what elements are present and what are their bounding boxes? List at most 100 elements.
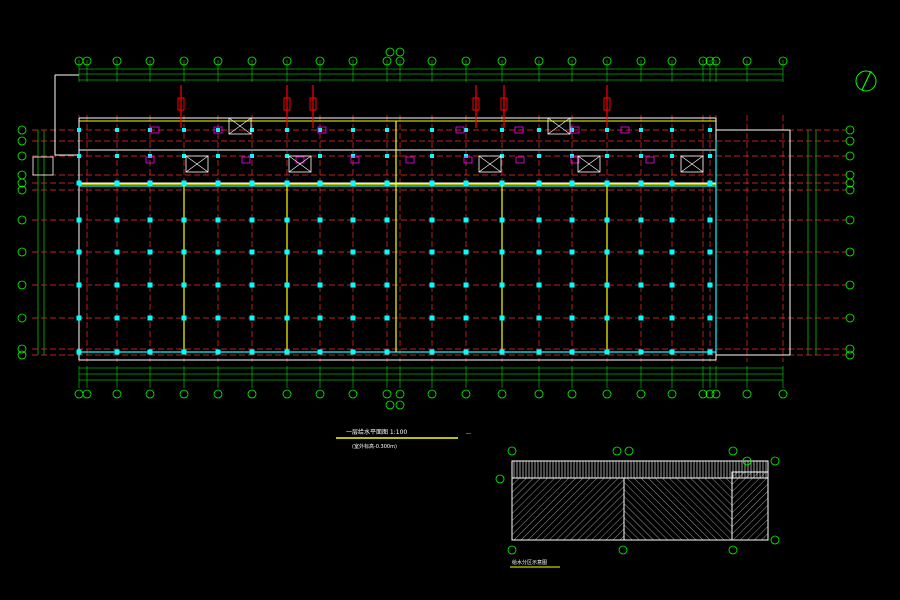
column xyxy=(500,154,504,158)
column xyxy=(148,128,152,132)
plan-note: (室外标高-0.300m) xyxy=(352,443,397,450)
axis-bubble xyxy=(179,389,189,399)
column xyxy=(429,349,435,355)
column xyxy=(182,128,186,132)
axis-bubble xyxy=(82,56,92,66)
axis-bubble xyxy=(845,151,855,161)
column xyxy=(350,315,356,321)
column xyxy=(114,315,120,321)
axis-bubble xyxy=(698,56,708,66)
axis-bubble xyxy=(17,344,27,354)
axis-bubble xyxy=(315,389,325,399)
fixture xyxy=(514,126,524,134)
fixture xyxy=(570,126,580,134)
column xyxy=(499,315,505,321)
column xyxy=(605,128,609,132)
fixture xyxy=(463,156,473,164)
stair-box xyxy=(547,117,571,135)
axis-bubble xyxy=(705,389,715,399)
zone-2 xyxy=(623,477,733,541)
column xyxy=(115,128,119,132)
key-plan-strip xyxy=(511,460,769,479)
column xyxy=(384,315,390,321)
column xyxy=(604,249,610,255)
axis-bubble xyxy=(17,280,27,290)
column xyxy=(604,349,610,355)
column xyxy=(463,315,469,321)
column xyxy=(569,282,575,288)
column xyxy=(707,315,713,321)
north-arrow-icon xyxy=(855,70,877,92)
column xyxy=(464,154,468,158)
axis-bubble xyxy=(667,56,677,66)
column xyxy=(536,249,542,255)
axis-bubble xyxy=(728,446,738,456)
column xyxy=(708,128,712,132)
column xyxy=(249,249,255,255)
column xyxy=(215,282,221,288)
zone-3 xyxy=(731,471,769,541)
column xyxy=(215,217,221,223)
right-axis-bubbles xyxy=(845,125,855,360)
axis-bubble xyxy=(385,400,395,410)
column xyxy=(384,180,390,186)
column xyxy=(463,217,469,223)
column xyxy=(569,349,575,355)
column xyxy=(569,180,575,186)
axis-bubble xyxy=(382,389,392,399)
column xyxy=(639,154,643,158)
axis-bubble xyxy=(112,56,122,66)
column xyxy=(638,180,644,186)
column xyxy=(499,282,505,288)
column xyxy=(114,282,120,288)
column xyxy=(284,315,290,321)
axis-bubble xyxy=(247,56,257,66)
column xyxy=(76,349,82,355)
column xyxy=(249,217,255,223)
axis-bubble xyxy=(17,151,27,161)
column xyxy=(284,217,290,223)
plan-title: 一层给水平面图 1:100 xyxy=(346,428,407,436)
column xyxy=(385,154,389,158)
axis-bubble xyxy=(602,389,612,399)
stair-box xyxy=(478,155,502,173)
plan-annotation: ── xyxy=(465,431,471,436)
building-outline xyxy=(32,74,791,361)
riser-valve xyxy=(472,97,480,111)
column xyxy=(318,154,322,158)
water-supply-zone-diagram: 给水分区示意图 xyxy=(495,446,780,568)
column xyxy=(317,282,323,288)
column xyxy=(147,282,153,288)
stair-cross xyxy=(185,155,209,173)
column xyxy=(285,128,289,132)
zone-1 xyxy=(511,477,625,541)
axis-bubble xyxy=(497,389,507,399)
column xyxy=(317,315,323,321)
axis-bubble xyxy=(17,350,27,360)
column xyxy=(114,349,120,355)
column xyxy=(463,249,469,255)
column xyxy=(350,282,356,288)
axis-bubble xyxy=(711,389,721,399)
stair-cross xyxy=(547,117,571,135)
key-plan-axis-bubbles xyxy=(495,446,780,555)
column xyxy=(181,180,187,186)
axis-bubble xyxy=(845,178,855,188)
column xyxy=(604,282,610,288)
column xyxy=(215,349,221,355)
column xyxy=(569,217,575,223)
riser-valve xyxy=(500,97,508,111)
fixture xyxy=(405,156,415,164)
column xyxy=(536,349,542,355)
column xyxy=(351,154,355,158)
column xyxy=(350,349,356,355)
column xyxy=(250,154,254,158)
structural-columns xyxy=(76,128,713,355)
stair-cross xyxy=(228,117,252,135)
axis-bubble xyxy=(770,535,780,545)
axis-bubble xyxy=(534,56,544,66)
column xyxy=(537,154,541,158)
column xyxy=(638,315,644,321)
axis-bubble xyxy=(282,389,292,399)
axis-bubble xyxy=(145,56,155,66)
